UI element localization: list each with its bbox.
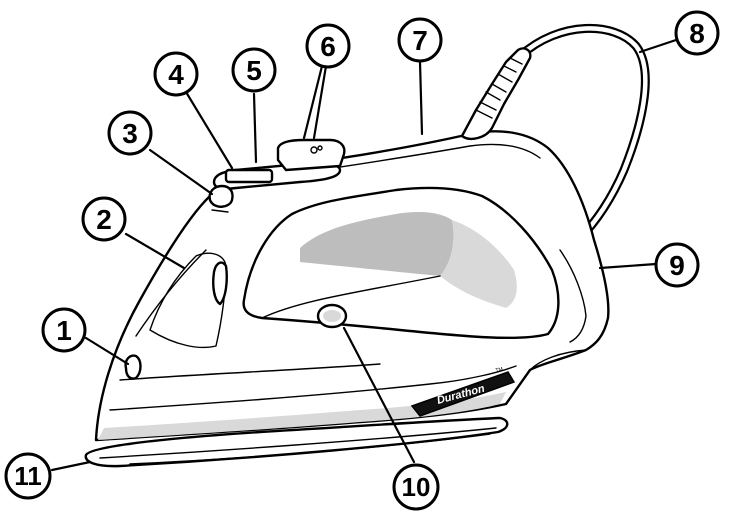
leader-line-2 (124, 232, 186, 270)
leader-line-1 (84, 336, 130, 366)
svg-text:4: 4 (168, 59, 184, 90)
callout-10: 10 (392, 463, 440, 511)
svg-text:10: 10 (402, 472, 431, 502)
leader-line-6a (302, 64, 324, 140)
callout-6: 6 (305, 23, 351, 69)
iron-body (94, 130, 610, 442)
callout-7: 7 (397, 17, 443, 63)
spray-nozzle (124, 354, 142, 380)
callout-5: 5 (231, 47, 277, 93)
soleplate (84, 416, 509, 468)
leader-line-11 (50, 460, 92, 472)
leader-line-7 (418, 60, 424, 136)
leader-line-5 (252, 92, 258, 164)
leader-line-8 (638, 38, 678, 54)
svg-text:11: 11 (14, 461, 42, 491)
cord-strain-relief (460, 47, 532, 140)
indicator-light (316, 303, 348, 329)
callout-4: 4 (153, 51, 199, 97)
callout-9: 9 (654, 242, 700, 288)
power-cord (515, 24, 650, 243)
callout-1: 1 (41, 307, 87, 353)
svg-text:6: 6 (320, 31, 336, 62)
callout-3: 3 (107, 110, 153, 156)
leader-lines (50, 38, 678, 472)
callout-8: 8 (674, 10, 720, 56)
leader-line-6b (312, 64, 328, 140)
svg-text:3: 3 (122, 118, 138, 149)
svg-text:2: 2 (96, 204, 112, 235)
control-panel (208, 138, 346, 213)
steam-iron-illustration: Durathon TM (84, 24, 650, 468)
svg-text:5: 5 (246, 55, 262, 86)
water-fill-door (212, 261, 228, 306)
leader-line-9 (598, 262, 658, 270)
callout-11: 11 (4, 452, 52, 500)
svg-text:8: 8 (689, 18, 705, 49)
callouts: 1 2 3 4 5 6 7 8 (4, 10, 720, 511)
leader-line-4 (184, 90, 234, 170)
svg-text:7: 7 (412, 25, 428, 56)
leader-line-10 (342, 326, 416, 464)
callout-2: 2 (81, 196, 127, 242)
leader-line-3 (148, 148, 214, 196)
brand-tm-text: TM (495, 366, 504, 374)
svg-text:1: 1 (56, 315, 72, 346)
svg-text:9: 9 (669, 250, 685, 281)
